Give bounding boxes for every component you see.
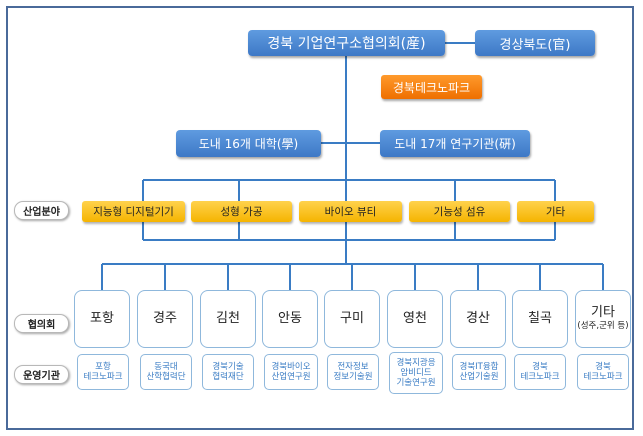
agency-label: 운영기관	[14, 365, 69, 384]
agency-box: 경북 테크노파크	[577, 354, 629, 390]
agency-box: 포항 테크노파크	[77, 354, 129, 390]
city-box-gimcheon: 김천	[200, 290, 256, 348]
city-box-gumi: 구미	[324, 290, 380, 348]
industry-council-box: 경북 기업연구소협의회(産)	[248, 30, 445, 56]
technopark-box: 경북테크노파크	[381, 75, 482, 99]
city-box-gyeongsan: 경산	[450, 290, 506, 348]
city-box-yeongcheon: 영천	[387, 290, 443, 348]
industry-item: 지능형 디지털기기	[82, 201, 185, 222]
institutes-box: 도내 17개 연구기관(硏)	[380, 130, 530, 157]
province-box: 경상북도(官)	[475, 30, 595, 56]
universities-box: 도내 16개 대학(學)	[176, 130, 321, 157]
industry-item: 기능성 섬유	[409, 201, 510, 222]
agency-box: 동국대 산학협력단	[140, 354, 192, 390]
agency-box: 경북지광응 암비디드 기술연구원	[389, 352, 443, 394]
industry-item: 바이오 뷰티	[299, 201, 402, 222]
agency-box: 전자정보 정보기술원	[327, 354, 379, 390]
industry-item: 기타	[517, 201, 594, 222]
council-label: 협의회	[14, 314, 69, 333]
agency-box: 경북기술 협력재단	[202, 354, 254, 390]
city-box-gyeongju: 경주	[137, 290, 193, 348]
city-box-pohang: 포항	[74, 290, 130, 348]
agency-box: 경북바이오 산업연구원	[264, 354, 318, 390]
agency-box: 경북 테크노파크	[514, 354, 566, 390]
city-box-other: 기타(성주,군위 등)	[575, 290, 631, 348]
industry-field-label: 산업분야	[14, 201, 69, 220]
city-box-andong: 안동	[262, 290, 318, 348]
city-sub-label: (성주,군위 등)	[577, 321, 629, 332]
city-box-chilgok: 칠곡	[512, 290, 568, 348]
agency-box: 경북IT융합 산업기술원	[452, 354, 506, 390]
industry-item: 성형 가공	[191, 201, 292, 222]
